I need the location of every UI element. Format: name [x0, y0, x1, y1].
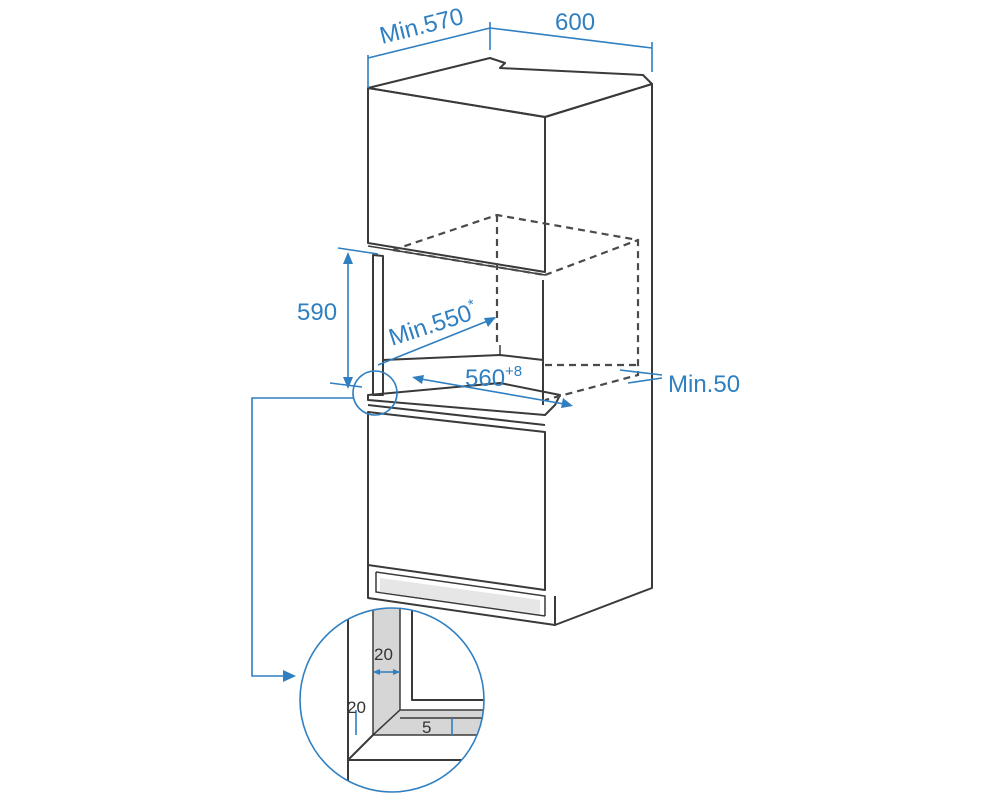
upper-block-front [367, 87, 546, 273]
plinth [367, 565, 556, 626]
cabinet-top [367, 57, 653, 118]
cabinet [367, 57, 653, 626]
niche-width-label: 560+8 [465, 363, 522, 392]
detail-gap-label: 5 [422, 718, 431, 737]
width-label: 600 [555, 9, 595, 36]
appliance-outline [392, 213, 640, 402]
lower-block-front [367, 411, 546, 591]
niche-left-post [372, 254, 384, 396]
dimensions: Min.570 600 590 Min.550* 560+8 Min.50 [297, 3, 740, 408]
cabinet-right-side [544, 83, 653, 626]
height-label: 590 [297, 299, 337, 326]
min-gap-label: Min.50 [668, 371, 740, 398]
detail-view: 20 20 5 [299, 607, 485, 793]
detail-shelf-thickness-label: 20 [347, 698, 366, 717]
detail-vertical-panel-label: 20 [374, 645, 393, 664]
niche-shelf [367, 382, 561, 416]
min-depth-label: Min.570 [377, 3, 466, 50]
detail-callout [251, 370, 398, 682]
